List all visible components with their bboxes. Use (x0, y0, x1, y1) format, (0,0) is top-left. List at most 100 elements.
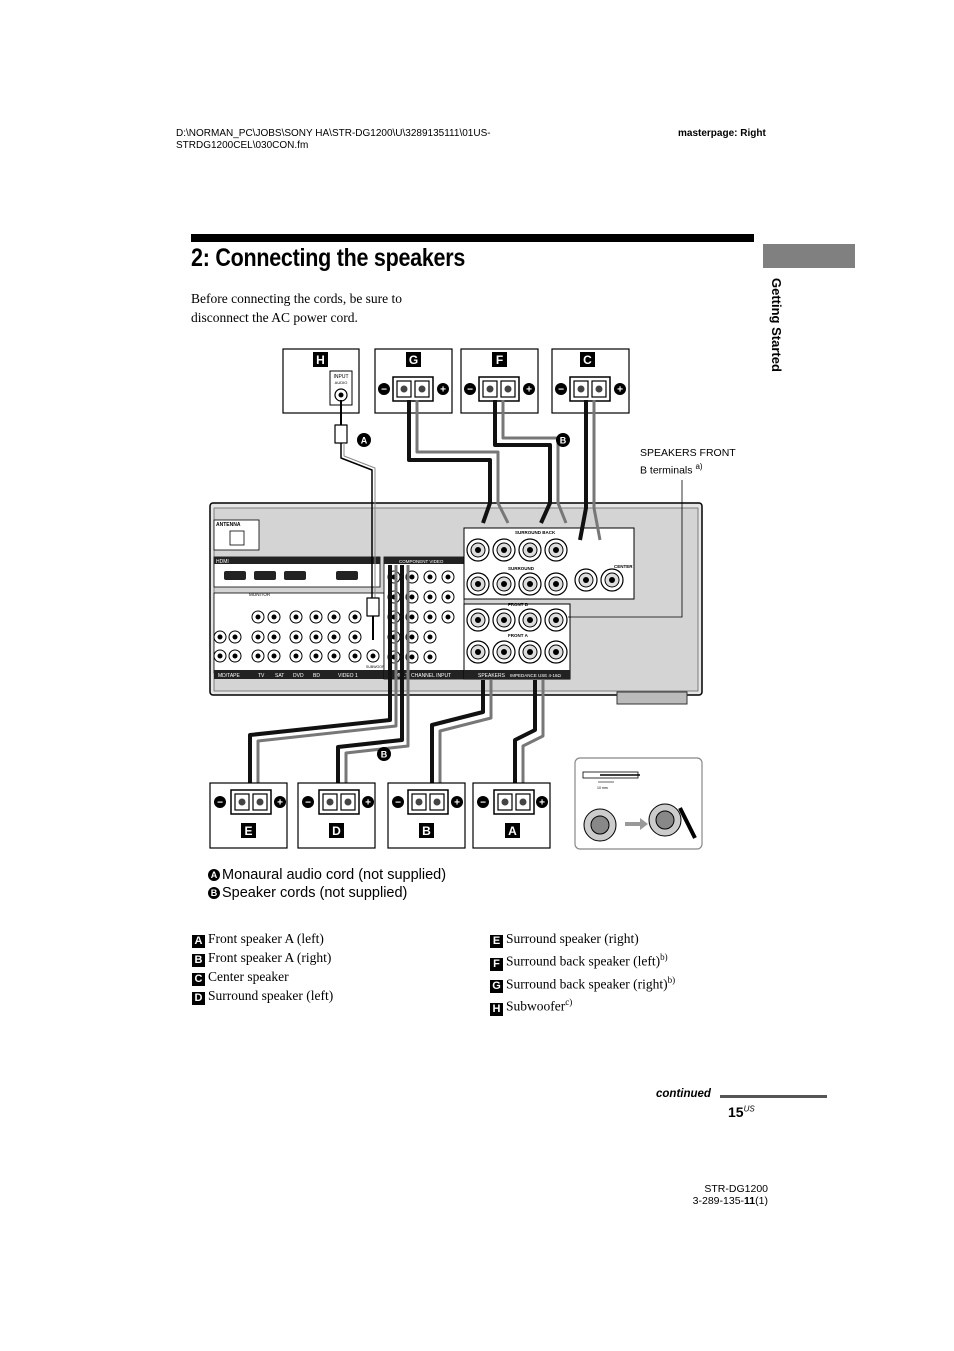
front-a-label: FRONT A (508, 633, 529, 638)
minus-sign: − (480, 798, 486, 809)
box-letter-a: A (508, 824, 517, 838)
box-letter-g: G (409, 353, 418, 367)
speakers-front-b-callout: SPEAKERS FRONT B terminals a) (640, 447, 736, 478)
receiver-rear-panel: ANTENNA HDMI MONITOR MD/TAPE TV SAT DVD … (209, 502, 703, 705)
part-prefix: 3-289-135- (692, 1195, 745, 1207)
part-bold: 11 (744, 1195, 756, 1207)
box-letter-b: B (422, 824, 431, 838)
monitor-label: MONITOR (249, 592, 271, 597)
surround-back-label: SURROUND BACK (515, 530, 556, 535)
page-suffix: US (743, 1104, 755, 1114)
continued-rule (720, 1095, 827, 1098)
legend-marker: B (192, 954, 205, 967)
callout-leader (568, 480, 683, 618)
component-video-label: COMPONENT VIDEO (399, 559, 444, 564)
callout-text: B terminals (640, 464, 693, 477)
plus-sign: + (617, 385, 623, 396)
box-letter-f: F (496, 353, 503, 367)
legend-text: Front speaker A (right) (208, 950, 332, 965)
page-number-value: 15 (728, 1104, 744, 1120)
model-footer: STR-DG1200 3-289-135-11(1) (669, 1183, 768, 1207)
speakers-label: SPEAKERS (478, 673, 506, 679)
intro-line-2: disconnect the AC power cord. (191, 310, 358, 325)
antenna-label: ANTENNA (216, 522, 241, 528)
box-letter-c: C (583, 353, 592, 367)
cord-marker: B (208, 887, 220, 899)
legend-text: Subwoofer (506, 998, 566, 1014)
hdmi-label: HDMI (216, 559, 229, 565)
legend-marker: C (192, 973, 205, 986)
callout-note: a) (695, 462, 703, 471)
legend-text: Surround speaker (left) (208, 988, 334, 1003)
legend-marker: F (490, 957, 503, 971)
minus-sign: − (305, 798, 311, 809)
bottom-cables (248, 565, 545, 790)
minus-sign: − (395, 798, 401, 809)
input-label: INPUT (334, 374, 349, 380)
impedance-label: IMPEDANCE USE 4-16Ω (510, 673, 562, 678)
cable-markers: A B B (357, 433, 570, 761)
top-speaker-boxes: H G F C INPUT AUDIO − + − + − + (282, 348, 630, 414)
multi-channel-input-label: MULTI CHANNEL INPUT (395, 673, 451, 679)
legend-marker: E (490, 935, 503, 948)
minus-sign: − (558, 385, 564, 396)
input-md-tape: MD/TAPE (218, 673, 241, 679)
marker-speaker-cord-bottom: B (381, 750, 388, 760)
cord-marker: A (208, 869, 220, 881)
input-tv: TV (258, 673, 265, 679)
plus-sign: + (277, 798, 283, 809)
legend-footnote: b) (660, 952, 668, 962)
legend-text: Surround speaker (right) (506, 931, 639, 946)
box-letter-h: H (316, 353, 325, 367)
legend-marker: A (192, 935, 205, 948)
callout-line-1: SPEAKERS FRONT (640, 447, 736, 459)
bottom-speaker-boxes: − + − + − + − + E D B A (209, 782, 551, 849)
intro-line-1: Before connecting the cords, be sure to (191, 291, 403, 306)
plus-sign: + (440, 385, 446, 396)
plus-sign: + (539, 798, 545, 809)
title-rule (191, 234, 754, 242)
box-letter-d: D (332, 824, 341, 838)
minus-sign: − (381, 385, 387, 396)
masterpage-label: masterpage: Right (678, 128, 766, 139)
plus-sign: + (526, 385, 532, 396)
surround-label: SURROUND (508, 566, 535, 571)
input-dvd: DVD (293, 673, 304, 679)
strip-dimension: 10 mm (597, 786, 608, 790)
part-number: 3-289-135-11(1) (669, 1195, 768, 1207)
minus-sign: − (467, 385, 473, 396)
legend-marker: G (490, 980, 503, 993)
file-path-header: D:\NORMAN_PC\JOBS\SONY HA\STR-DG1200\U\3… (176, 128, 491, 152)
center-label: CENTER (614, 564, 633, 569)
section-tab-marker (763, 244, 855, 268)
subwoofer-out-label: SUBWOOFER (366, 665, 389, 669)
legend-footnote: b) (667, 974, 676, 985)
input-sat: SAT (275, 673, 284, 679)
continued-label: continued (656, 1088, 711, 1100)
cord-text: Speaker cords (not supplied) (222, 885, 408, 901)
page-number: 15US (728, 1104, 755, 1120)
audio-label: AUDIO (335, 380, 348, 385)
legend-marker: H (490, 1002, 503, 1016)
front-b-label: FRONT B (508, 602, 529, 607)
model-number: STR-DG1200 (704, 1183, 768, 1195)
page-title: 2: Connecting the speakers (191, 244, 466, 272)
section-side-label: Getting Started (769, 278, 784, 372)
marker-monaural-cord: A (361, 436, 368, 446)
plus-sign: + (454, 798, 460, 809)
wire-strip-inset: 10 mm (574, 757, 703, 850)
file-path-line-1: D:\NORMAN_PC\JOBS\SONY HA\STR-DG1200\U\3… (176, 128, 491, 139)
input-bd: BD (313, 673, 320, 679)
legend-marker: D (192, 992, 205, 1005)
minus-sign: − (217, 798, 223, 809)
legend-text: Front speaker A (left) (208, 931, 324, 946)
speaker-connection-diagram: H G F C INPUT AUDIO − + − + − + ANTENNA (209, 348, 703, 850)
plus-sign: + (365, 798, 371, 809)
